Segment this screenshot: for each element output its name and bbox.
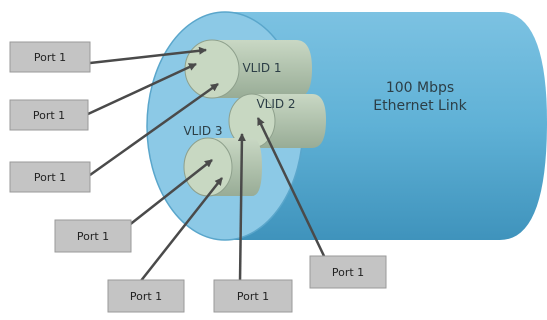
vlid3-label: VLID 3 bbox=[183, 124, 222, 138]
port-box-1: Port 1 bbox=[9, 41, 91, 73]
arrow-port-3 bbox=[89, 82, 219, 177]
arrow-port-6 bbox=[237, 133, 246, 283]
arrow-port-7 bbox=[256, 117, 326, 257]
vlid3-tube-face bbox=[183, 137, 233, 197]
vlan-tube-vlid1: VLID 1 bbox=[184, 39, 312, 99]
port-label: Port 1 bbox=[34, 51, 66, 64]
link-label-line2: Ethernet Link bbox=[373, 98, 467, 114]
arrow-port-2 bbox=[87, 62, 197, 116]
port-arrows bbox=[87, 46, 326, 283]
vlid2-label: VLID 2 bbox=[256, 97, 295, 111]
port-label: Port 1 bbox=[332, 266, 364, 279]
arrow-port-4 bbox=[127, 159, 213, 227]
link-label-line1: 100 Mbps bbox=[386, 80, 454, 96]
port-box-5: Port 1 bbox=[107, 279, 185, 313]
port-label: Port 1 bbox=[34, 171, 66, 184]
port-box-3: Port 1 bbox=[9, 161, 91, 193]
port-label: Port 1 bbox=[237, 290, 269, 303]
arrow-port-1 bbox=[89, 46, 207, 65]
port-box-2: Port 1 bbox=[9, 99, 89, 131]
port-box-6: Port 1 bbox=[213, 279, 293, 313]
port-label: Port 1 bbox=[33, 109, 65, 122]
port-box-7: Port 1 bbox=[309, 255, 387, 289]
port-box-4: Port 1 bbox=[54, 219, 132, 253]
vlid1-tube-body bbox=[212, 40, 312, 98]
port-label: Port 1 bbox=[77, 230, 109, 243]
vlid1-label: VLID 1 bbox=[242, 61, 281, 75]
port-label: Port 1 bbox=[130, 290, 162, 303]
arrow-port-5 bbox=[139, 177, 223, 283]
